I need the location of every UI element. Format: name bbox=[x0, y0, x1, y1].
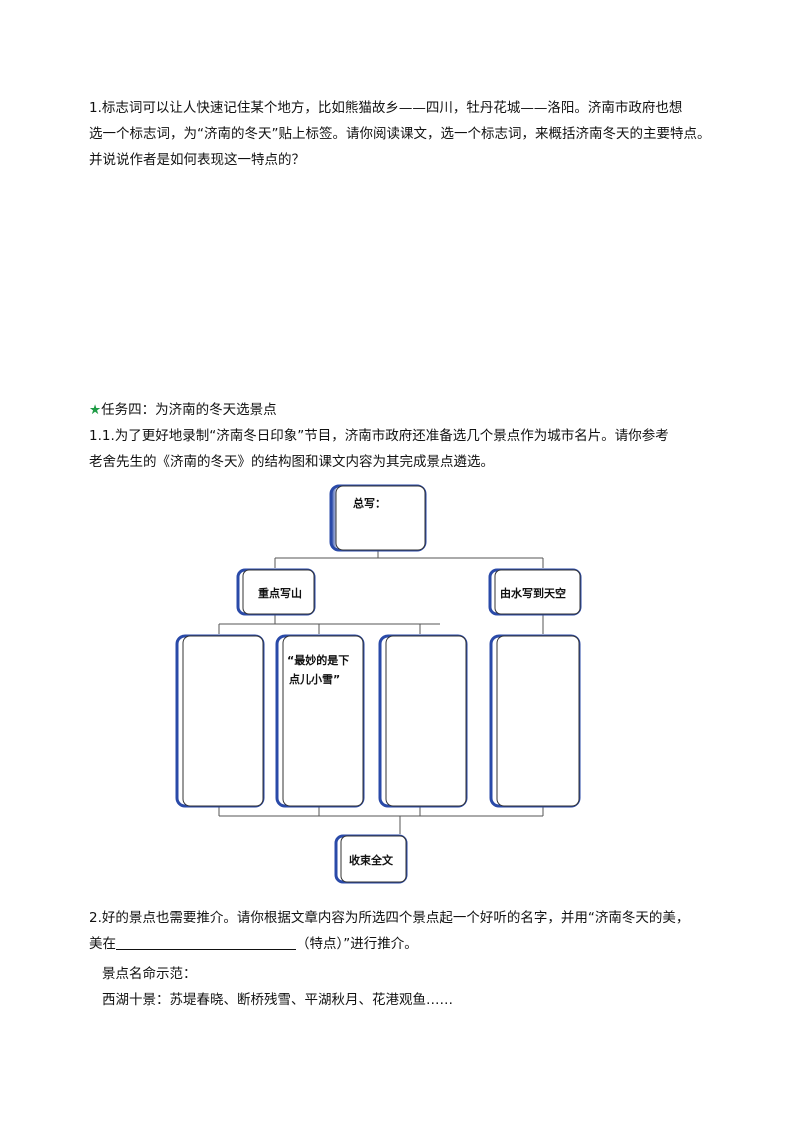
mountain-label: 重点写山 bbox=[258, 586, 302, 600]
q1-line-2: 选一个标志词，为“济南的冬天”贴上标签。请你阅读课文，选一个标志词，来概括济南冬… bbox=[89, 126, 711, 142]
scene-box-3 bbox=[378, 634, 468, 808]
summary-box: 总写： bbox=[329, 484, 427, 552]
scene-box-1 bbox=[175, 634, 265, 808]
conclusion-label: 收束全文 bbox=[349, 853, 394, 867]
q2-line-2-suffix: （特点）”进行推介。 bbox=[296, 936, 418, 952]
snow-text-line-1: “最妙的是下 bbox=[287, 653, 349, 667]
q2-line-2-prefix: 美在 bbox=[89, 936, 116, 952]
scene-box-4 bbox=[489, 634, 581, 808]
q11-line-2: 老舍先生的《济南的冬天》的结构图和课文内容为其完成景点遴选。 bbox=[89, 454, 494, 470]
scene-box-snow: “最妙的是下 点儿小雪” bbox=[275, 634, 365, 808]
mountain-box: 重点写山 bbox=[236, 568, 316, 616]
feature-blank[interactable] bbox=[116, 935, 296, 950]
task4-heading: ★任务四：为济南的冬天选景点 bbox=[89, 398, 277, 418]
q1-line-3: 并说说作者是如何表现这一特点的？ bbox=[89, 152, 305, 168]
water-sky-label: 由水写到天空 bbox=[500, 586, 566, 600]
q11-line-1: 1.1.为了更好地录制“济南冬日印象”节目，济南市政府还准备选几个景点作为城市名… bbox=[89, 428, 669, 444]
q2-line-2: 美在 （特点）”进行推介。 bbox=[89, 932, 418, 952]
q1-line-1: 1.标志词可以让人快速记住某个地方，比如熊猫故乡——四川，牡丹花城——洛阳。济南… bbox=[89, 100, 683, 116]
connector-lines bbox=[218, 549, 544, 834]
q2-line-1: 2.好的景点也需要推介。请你根据文章内容为所选四个景点起一个好听的名字，并用“济… bbox=[89, 910, 690, 926]
example-heading: 景点名命示范： bbox=[102, 966, 197, 982]
example-text: 西湖十景：苏堤春晓、断桥残雪、平湖秋月、花港观鱼…… bbox=[102, 992, 453, 1008]
task4-title: 任务四：为济南的冬天选景点 bbox=[101, 402, 277, 418]
summary-label: 总写： bbox=[353, 496, 386, 510]
conclusion-box: 收束全文 bbox=[334, 834, 408, 884]
snow-text-line-2: 点儿小雪” bbox=[289, 672, 340, 686]
structure-diagram: 总写： 重点写山 由水写到天空 “最妙的是下 点儿小雪” 收束全文 bbox=[175, 484, 582, 884]
star-icon: ★ bbox=[89, 402, 102, 418]
water-sky-box: 由水写到天空 bbox=[488, 568, 582, 616]
